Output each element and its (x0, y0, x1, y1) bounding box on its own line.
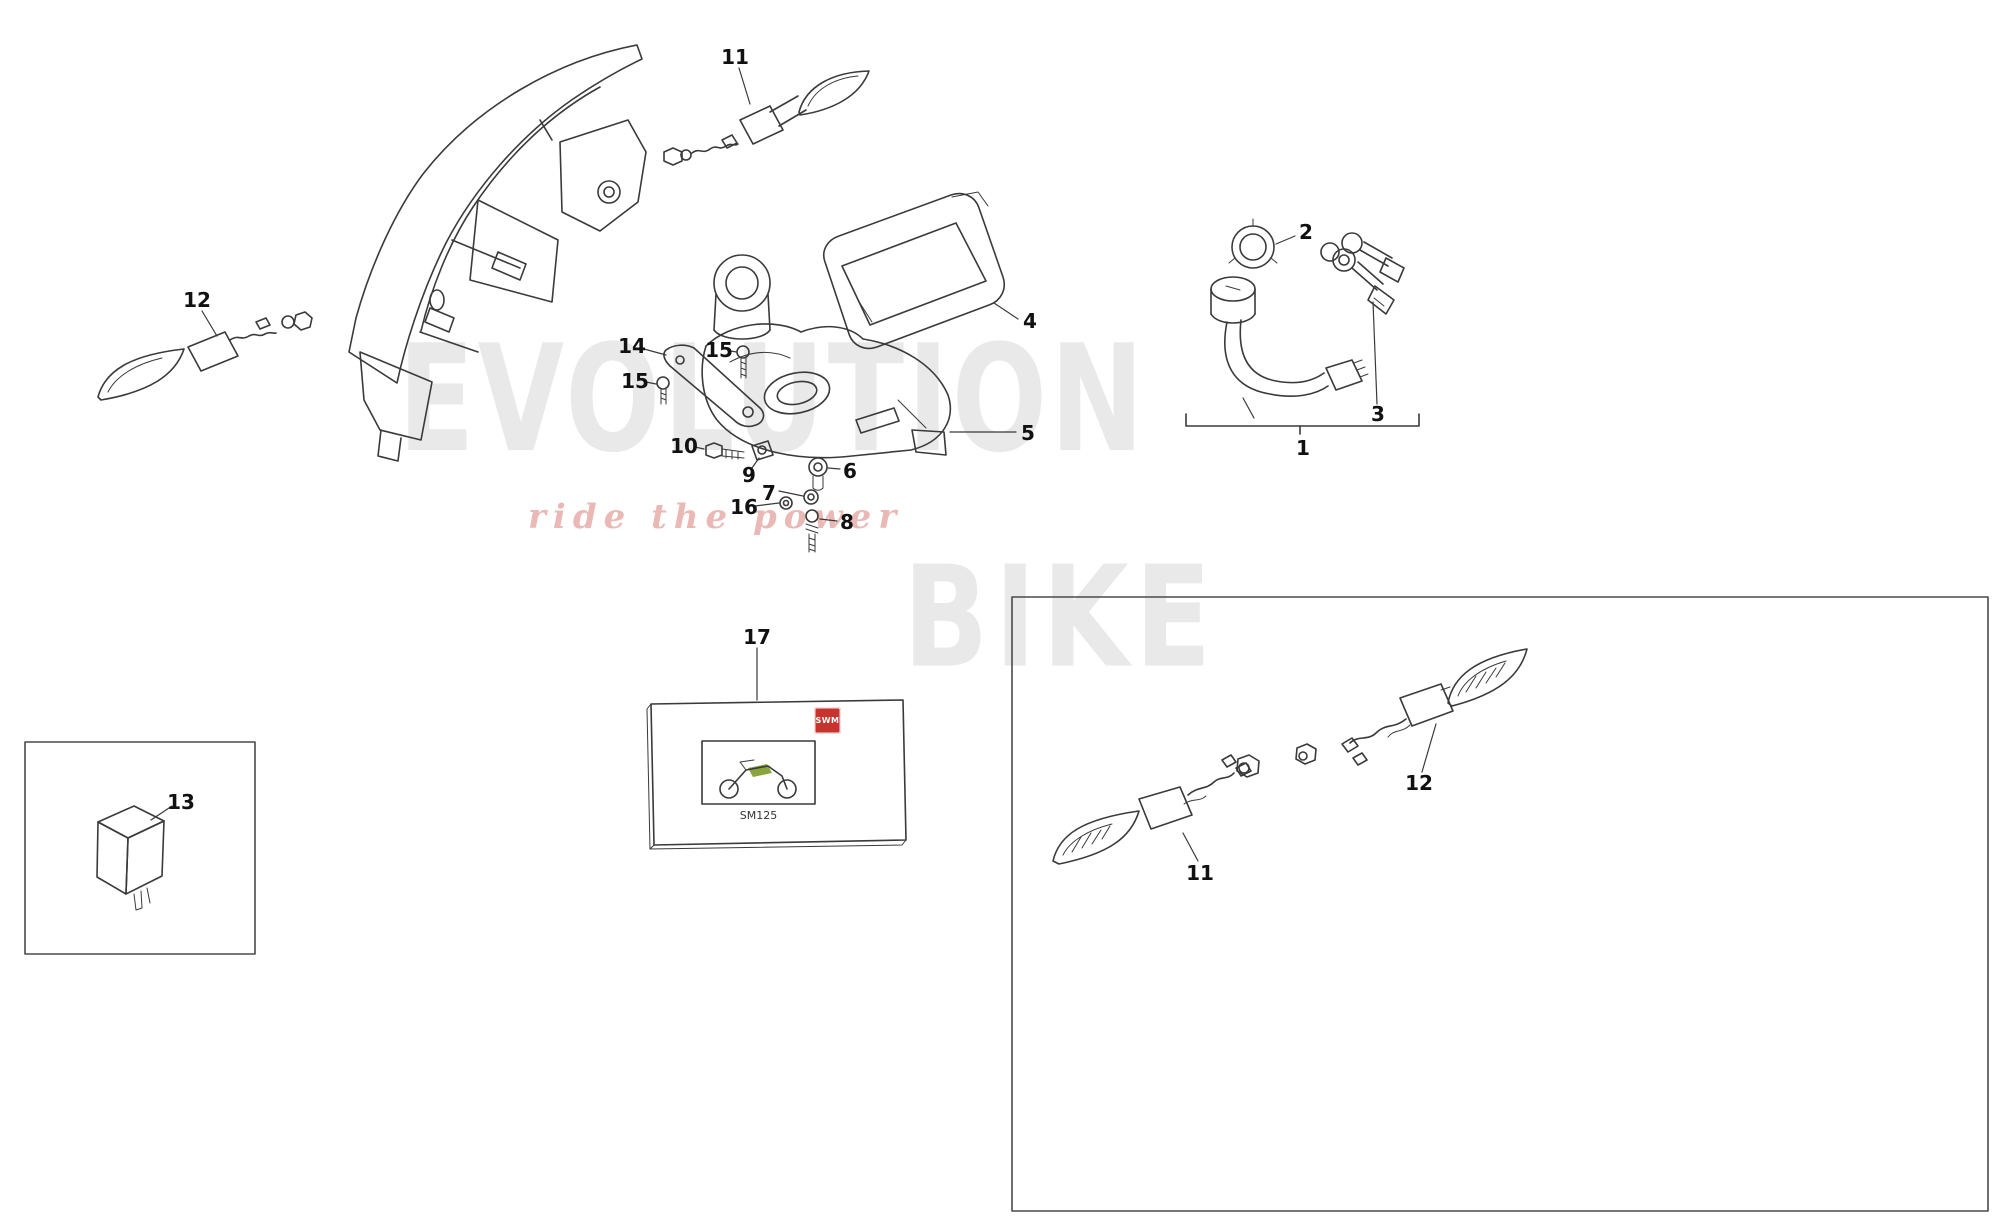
callout-17-manual: 17 (743, 625, 771, 649)
callout-9-washer: 9 (742, 463, 756, 487)
callout-15-screw-b: 15 (621, 369, 649, 393)
manual-bike-thumbnail (719, 759, 797, 799)
key-switch-drawing (1210, 276, 1369, 397)
screw-15b-drawing (656, 376, 670, 405)
callout-11-bottom: 11 (1186, 861, 1214, 885)
callout-2-lock-ring: 2 (1299, 220, 1313, 244)
watermark-tagline-text: ride the power (528, 497, 904, 537)
screw-10-drawing (705, 442, 745, 460)
callout-1-switch: 1 (1296, 436, 1310, 460)
callout-13-relay: 13 (167, 790, 195, 814)
screw-8-drawing (805, 509, 819, 553)
turn-indicator-rear-left-drawing (97, 311, 313, 401)
callout-6-nut: 6 (843, 459, 857, 483)
turn-indicator-front-br-drawing (1052, 754, 1252, 865)
callout-3-keys: 3 (1371, 402, 1385, 426)
instrument-cluster-drawing (823, 191, 1005, 350)
callout-15-screw-a: 15 (705, 338, 733, 362)
relay-box-border (24, 741, 256, 955)
bracket-plate-drawing (663, 344, 765, 428)
manual-model-label: SM125 (739, 809, 778, 822)
dashboard-support-drawing (701, 323, 952, 459)
turn-indicator-front-top-drawing (663, 70, 870, 166)
flasher-relay-drawing (96, 805, 165, 911)
callout-8-screw: 8 (840, 510, 854, 534)
callout-7-spacer: 7 (762, 481, 776, 505)
callout-4-cluster: 4 (1023, 309, 1037, 333)
callout-12-bottom: 12 (1405, 771, 1433, 795)
indicators-box-border (1011, 596, 1989, 1212)
lock-ring-drawing (1228, 218, 1278, 269)
callout-16-washer: 16 (730, 495, 758, 519)
spacer-7-drawing (803, 489, 819, 505)
turn-indicator-rear-br-drawing (1236, 648, 1528, 778)
keys-drawing (1320, 232, 1405, 315)
washer-16-drawing (779, 496, 793, 510)
callout-11-front-top: 11 (721, 45, 749, 69)
assembly-1-brace (1185, 397, 1420, 435)
owners-manual-drawing (646, 699, 907, 850)
callout-10-screw: 10 (670, 434, 698, 458)
watermark-bike-text: BIKE (903, 536, 1218, 700)
screw-15a-drawing (736, 345, 750, 379)
swm-logo: SWM (814, 707, 841, 734)
tail-bracket-drawing (348, 44, 647, 462)
callout-14-plate: 14 (618, 334, 646, 358)
washer-9-drawing (751, 440, 774, 461)
callout-5-support: 5 (1021, 421, 1035, 445)
callout-12-left: 12 (183, 288, 211, 312)
nut-6-drawing (808, 457, 828, 491)
